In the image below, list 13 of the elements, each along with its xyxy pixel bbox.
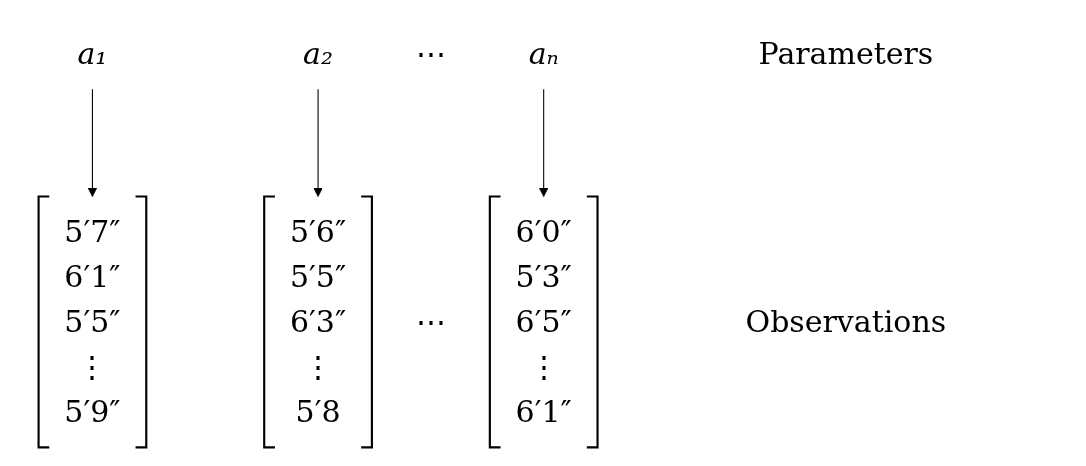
ellipsis: ⋯ (415, 35, 446, 72)
arrow (87, 88, 98, 197)
node-text: aₙ (528, 35, 559, 72)
node-box: 5′7″ 6′1″ 5′5″ ⋮ 5′9″ (37, 195, 148, 449)
node-text: a₁ (77, 35, 108, 72)
row-label: Parameters (758, 35, 934, 72)
node-box: 6′0″ 5′3″ 6′5″ ⋮ 6′1″ (488, 195, 599, 449)
node-text: a₂ (303, 35, 334, 72)
row-label: Observations (745, 304, 947, 340)
node-box: 5′6″ 5′5″ 6′3″ ⋮ 5′8 (263, 195, 373, 449)
arrow (538, 88, 549, 197)
ellipsis: ⋯ (415, 304, 446, 340)
arrow (313, 88, 323, 197)
